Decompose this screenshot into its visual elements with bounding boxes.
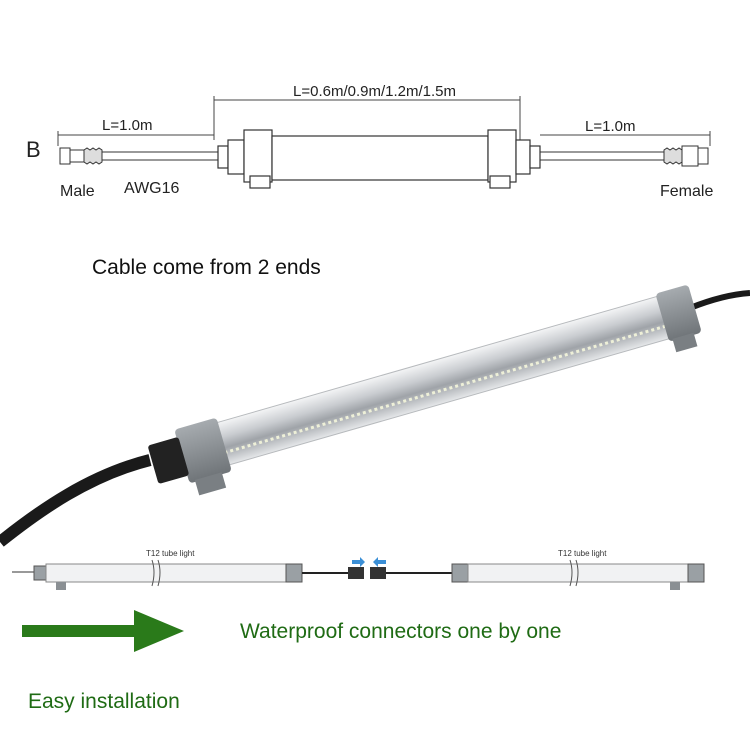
right-cable (540, 151, 664, 161)
left-cable (102, 151, 218, 161)
lamp-body-outline (217, 129, 541, 189)
right-tube-label: T12 tube light (558, 549, 607, 558)
left-cable-length-label: L=1.0m (102, 117, 152, 134)
waterproof-connector-right (370, 567, 386, 579)
right-power-cable (688, 290, 750, 311)
chain-connection-diagram: T12 tube light T12 tube light (12, 549, 705, 590)
cable-gland (148, 437, 189, 484)
tube-body (205, 294, 678, 468)
led-strip (218, 325, 666, 456)
gauge-label: AWG16 (124, 180, 180, 197)
left-end-cap (175, 418, 231, 483)
male-connector-icon (59, 147, 103, 165)
variant-letter: B (26, 137, 41, 162)
dimension-diagram: B L=0.6m/0.9m/1.2m/1.5m L=1.0m L=1.0m (26, 83, 713, 200)
right-cable-length-label: L=1.0m (585, 118, 635, 135)
tube-light-photo (0, 285, 750, 547)
caption-connectors: Waterproof connectors one by one (240, 620, 562, 643)
left-tube-label: T12 tube light (146, 549, 195, 558)
lamp-length-dimension (213, 96, 521, 140)
female-label: Female (660, 183, 713, 200)
right-end-cap (656, 285, 701, 341)
lamp-length-label: L=0.6m/0.9m/1.2m/1.5m (293, 83, 456, 100)
green-arrow-icon (22, 610, 184, 652)
caption-cable-ends: Cable come from 2 ends (92, 256, 321, 279)
right-cable-dimension (540, 131, 711, 146)
left-chain-tube (45, 563, 287, 583)
left-power-cable (0, 454, 152, 547)
connect-arrows-icon (352, 557, 386, 567)
male-label: Male (60, 183, 95, 200)
female-connector-icon (663, 145, 709, 167)
waterproof-connector-left (348, 567, 364, 579)
left-cable-dimension (57, 131, 214, 146)
caption-installation: Easy installation (28, 690, 180, 713)
